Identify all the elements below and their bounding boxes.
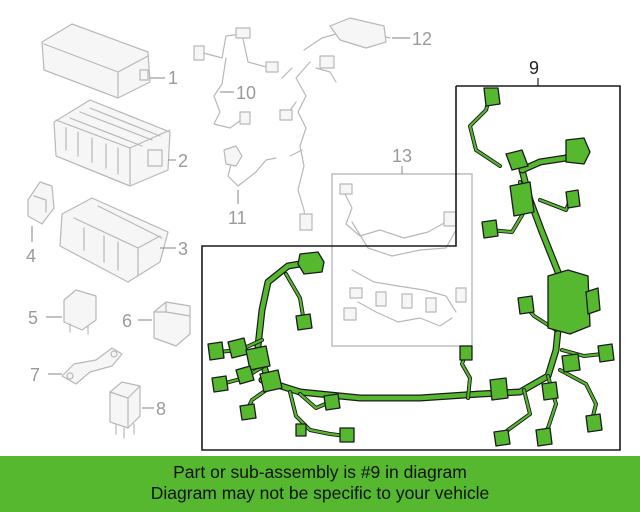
callout-3: 3	[178, 239, 188, 259]
part-10-small-harness[interactable]: 10	[193, 27, 279, 129]
callout-1: 1	[168, 68, 178, 88]
part-8-relay[interactable]: 8	[109, 381, 166, 439]
part-1-fuse-box-cover[interactable]: 1	[41, 23, 178, 99]
callout-2: 2	[178, 151, 188, 171]
callout-4: 4	[26, 246, 36, 266]
callout-7: 7	[30, 365, 40, 385]
part-12-harness[interactable]: 12	[279, 17, 432, 231]
part-13-boxed-harness[interactable]: 13	[331, 146, 473, 347]
part-4-clip[interactable]: 4	[26, 181, 55, 266]
callout-13: 13	[392, 146, 412, 166]
part-2-fuse-relay-block[interactable]: 2	[53, 99, 188, 187]
part-6-relay[interactable]: 6	[122, 301, 191, 347]
banner-line-2: Diagram may not be specific to your vehi…	[150, 483, 490, 503]
callout-8: 8	[156, 399, 166, 419]
part-9-main-harness[interactable]: 9	[201, 58, 621, 451]
part-7-fusible-link[interactable]: 7	[30, 347, 123, 385]
callout-9: 9	[529, 58, 539, 78]
callout-12: 12	[412, 29, 432, 49]
banner-line-1: Part or sub-assembly is #9 in diagram	[173, 462, 467, 482]
callout-5: 5	[28, 308, 38, 328]
info-banner: Part or sub-assembly is #9 in diagram Di…	[0, 456, 640, 512]
callout-10: 10	[236, 83, 256, 103]
part-5-fuse[interactable]: 5	[28, 289, 97, 335]
part-3-bracket[interactable]: 3	[59, 197, 188, 283]
callout-11: 11	[228, 208, 247, 228]
callout-6: 6	[122, 311, 132, 331]
part-11-pigtail[interactable]: 11	[223, 145, 277, 228]
